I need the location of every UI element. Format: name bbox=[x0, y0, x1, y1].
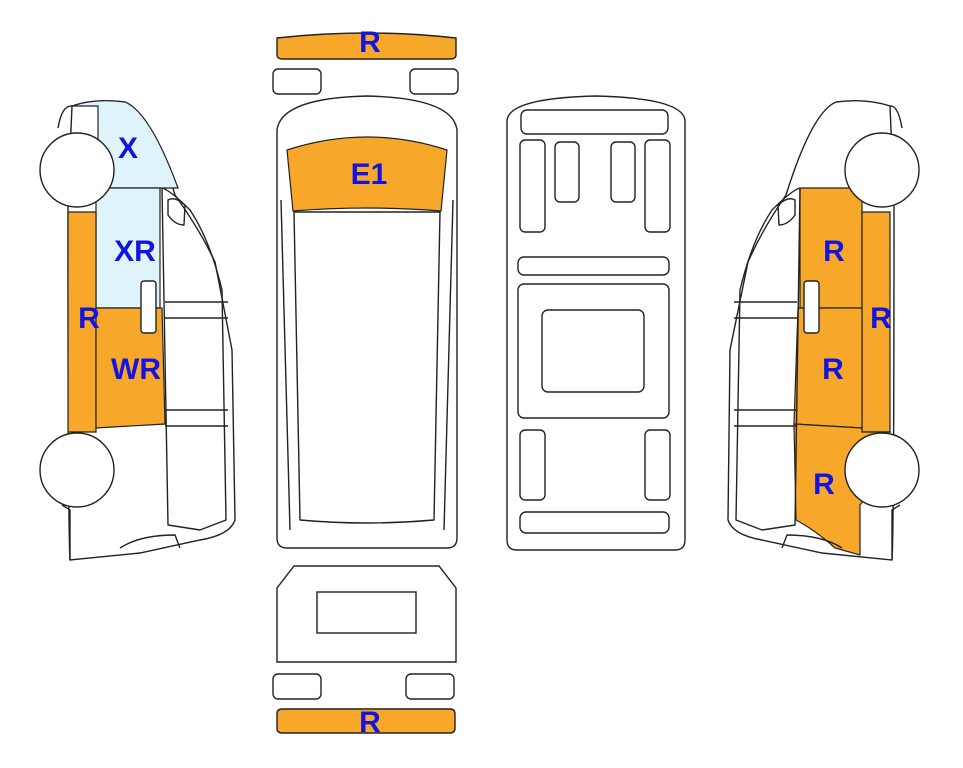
underbody-rear-left-panel bbox=[519, 429, 546, 501]
windshield-panel[interactable] bbox=[286, 136, 448, 212]
right-pillar-outline bbox=[777, 198, 796, 226]
left-headlight bbox=[272, 68, 322, 95]
left-side-view: X XR R WR bbox=[39, 99, 236, 561]
windshield-label: E1 bbox=[351, 158, 388, 191]
right-taillight bbox=[405, 673, 455, 700]
front-bumper-label: R bbox=[359, 26, 381, 59]
left-window-label: XR bbox=[114, 235, 156, 268]
left-rear-door-panel[interactable] bbox=[95, 307, 166, 429]
right-pillar-label: R bbox=[870, 302, 892, 335]
underbody-rear-right-panel bbox=[644, 429, 671, 501]
right-window-label: R bbox=[823, 235, 845, 268]
underbody-front-right-panel bbox=[644, 139, 671, 233]
rear-bumper-label: R bbox=[359, 706, 381, 739]
left-rear-wheel-arch bbox=[61, 504, 71, 560]
rear-window bbox=[316, 591, 417, 634]
underbody-front-center-left-panel bbox=[554, 141, 580, 203]
left-sill-panel[interactable] bbox=[67, 211, 97, 433]
right-side-rail-top bbox=[734, 301, 797, 319]
front-bumper-view: R bbox=[272, 26, 459, 95]
underbody-view bbox=[506, 95, 686, 551]
right-rear-wheel-arch bbox=[891, 504, 901, 560]
roof-view: E1 bbox=[276, 95, 458, 549]
left-step bbox=[119, 534, 181, 549]
left-side-rail-bottom bbox=[165, 409, 228, 427]
left-front-wheel-arch bbox=[57, 105, 73, 129]
left-rear-door-label: WR bbox=[111, 353, 161, 386]
front-bumper-panel[interactable] bbox=[276, 32, 457, 60]
roof-panel bbox=[293, 211, 441, 524]
right-rear-panel-label: R bbox=[813, 468, 835, 501]
left-rear-wheel bbox=[39, 432, 115, 508]
right-door-label: R bbox=[822, 353, 844, 386]
right-door-frame bbox=[735, 187, 801, 531]
left-front-door-label: X bbox=[118, 132, 138, 165]
rear-bumper-panel[interactable] bbox=[276, 708, 456, 734]
left-door-handle bbox=[140, 280, 157, 334]
left-door-frame bbox=[161, 187, 227, 531]
underbody-fuel-tank bbox=[541, 309, 645, 393]
left-sill-label: R bbox=[78, 302, 100, 335]
underbody-front-left-panel bbox=[519, 139, 546, 233]
underbody-rear-crossmember bbox=[519, 511, 670, 534]
right-headlight bbox=[409, 68, 459, 95]
left-front-wheel bbox=[39, 132, 115, 208]
roof-left-rail bbox=[280, 199, 291, 531]
underbody-mid-crossmember bbox=[517, 256, 670, 276]
left-pillar-outline bbox=[167, 198, 186, 226]
right-side-rail-bottom bbox=[734, 409, 797, 427]
right-step bbox=[781, 534, 843, 549]
left-side-rail-top bbox=[165, 301, 228, 319]
left-taillight bbox=[272, 673, 322, 700]
rear-view: R bbox=[272, 565, 457, 739]
roof-right-rail bbox=[443, 199, 454, 531]
right-door-handle bbox=[803, 280, 820, 334]
right-rear-wheel bbox=[844, 432, 920, 508]
right-side-view: R R R R bbox=[727, 99, 920, 561]
underbody-front-center-right-panel bbox=[610, 141, 636, 203]
underbody-front-crossmember bbox=[520, 109, 669, 135]
right-front-wheel bbox=[844, 132, 920, 208]
right-front-wheel-arch bbox=[889, 105, 903, 129]
